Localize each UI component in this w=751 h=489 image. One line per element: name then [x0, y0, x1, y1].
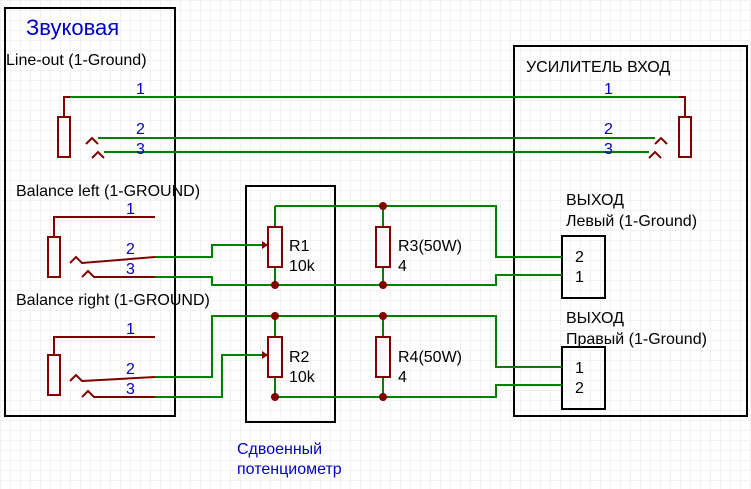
junction-dot [271, 312, 279, 320]
lineout-pin3-left: 3 [136, 141, 145, 158]
junction-dot [379, 202, 387, 210]
bl-pin2: 2 [126, 241, 135, 258]
balance-right-jack-icon [47, 336, 156, 398]
r4-name: R4(50W) [398, 349, 462, 366]
r3-value: 4 [398, 258, 407, 275]
out-left-pin1: 1 [575, 269, 584, 286]
junction-dot [379, 393, 387, 401]
r2-name: R2 [289, 349, 310, 366]
out-right-sub: Правый (1-Ground) [566, 331, 707, 348]
junction-dot [379, 281, 387, 289]
r3-name: R3(50W) [398, 238, 462, 255]
out-left-title: ВЫХОД [566, 192, 624, 209]
r4-resistor-icon [375, 336, 391, 378]
r2-potentiometer-icon [262, 336, 283, 378]
junction-dot [271, 281, 279, 289]
bl-wire-ground [155, 274, 562, 286]
out-left-connector [561, 235, 606, 299]
amp-input-jack-icon [648, 96, 692, 159]
soundcard-title: Звуковая [26, 15, 119, 40]
lineout-pin3-right: 3 [604, 141, 613, 158]
r4-value: 4 [398, 369, 407, 386]
bl-pin3: 3 [126, 261, 135, 278]
pot-box [245, 185, 336, 423]
pot-caption-line1: Сдвоенный [237, 441, 322, 458]
lineout-pin2-left: 2 [136, 121, 145, 138]
out-left-pin2: 2 [575, 249, 584, 266]
balance-right-label: Balance right (1-GROUND) [16, 292, 210, 309]
balance-left-jack-icon [47, 216, 156, 278]
right-out-wire [275, 384, 562, 398]
bl-pin1: 1 [126, 201, 135, 218]
out-right-connector [561, 346, 606, 410]
r1-name: R1 [289, 238, 310, 255]
r2-value: 10k [289, 369, 316, 386]
out-right-pin2: 2 [575, 380, 584, 397]
out-left-sub: Левый (1-Ground) [566, 213, 697, 230]
lineout-label: Line-out (1-Ground) [6, 52, 147, 69]
amp-input-box [513, 45, 748, 417]
lineout-jack-icon [57, 96, 105, 159]
r3-resistor-icon [375, 226, 391, 268]
lineout-pin1-right: 1 [604, 81, 613, 98]
br-pin3: 3 [126, 381, 135, 398]
amp-title: УСИЛИТЕЛЬ ВХОД [526, 59, 670, 76]
out-right-title: ВЫХОД [566, 310, 624, 327]
br-pin1: 1 [126, 321, 135, 338]
junction-dot [379, 312, 387, 320]
br-pin2: 2 [126, 361, 135, 378]
br-wire-wiper [155, 354, 262, 398]
soundcard-box [4, 7, 176, 417]
lineout-pin1-left: 1 [136, 81, 145, 98]
r1-potentiometer-icon [262, 226, 283, 268]
br-wire-signal [155, 315, 562, 378]
junction-dot [271, 393, 279, 401]
r1-value: 10k [289, 258, 316, 275]
lineout-pin2-right: 2 [604, 121, 613, 138]
balance-left-label: Balance left (1-GROUND) [16, 183, 200, 200]
pot-caption-line2: потенциометр [237, 461, 342, 478]
bl-wire-signal [155, 244, 262, 258]
out-right-pin1: 1 [575, 360, 584, 377]
